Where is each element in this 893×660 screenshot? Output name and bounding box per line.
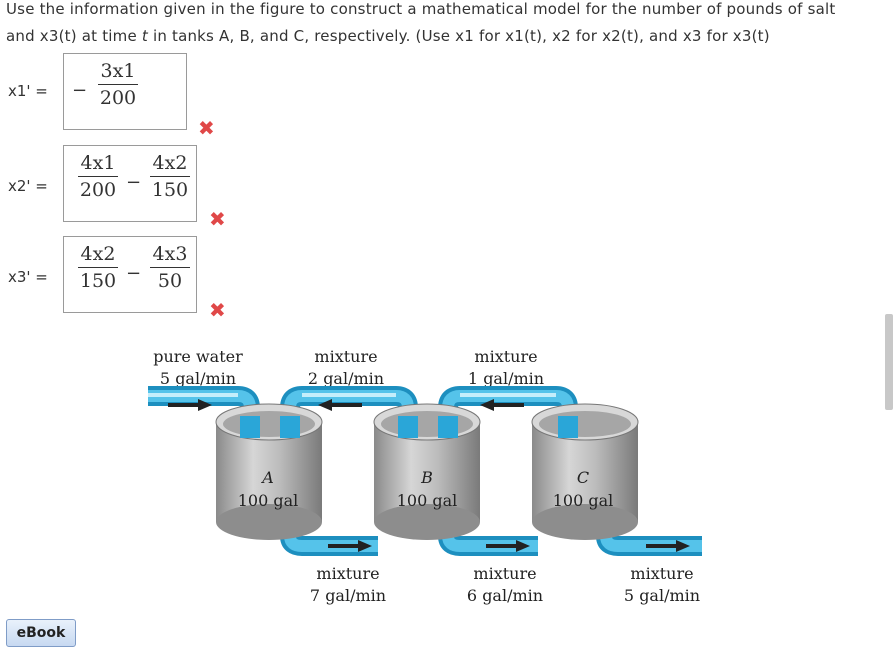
flow-c-to-b-label-line2: 1 gal/min — [468, 369, 544, 388]
tank-c-name: C — [577, 468, 589, 487]
top-pipes — [148, 386, 578, 434]
outflow-label-line2: 5 gal/min — [624, 586, 700, 605]
x2-prime-label: x2' = — [8, 177, 48, 195]
flow-b-to-c-label-line2: 6 gal/min — [467, 586, 543, 605]
inflow-label-line2: 5 gal/min — [160, 369, 236, 388]
question-text-line2: and x3(t) at time t in tanks A, B, and C… — [6, 27, 770, 45]
flow-b-to-a-label-line1: mixture — [314, 347, 377, 366]
inflow-label-line1: pure water — [153, 347, 243, 366]
flow-c-to-b-label-line1: mixture — [474, 347, 537, 366]
bottom-pipes — [280, 528, 702, 556]
incorrect-icon: ✖ — [209, 298, 226, 322]
minus-sign: − — [126, 172, 142, 193]
tank-b-name: B — [420, 468, 433, 487]
x1-prime-label: x1' = — [8, 82, 48, 100]
left-arrow-icon — [480, 399, 524, 411]
flow-a-to-b-label-line2: 7 gal/min — [310, 586, 386, 605]
left-arrow-icon — [318, 399, 362, 411]
right-arrow-icon — [486, 540, 530, 552]
flow-b-to-a-label-line2: 2 gal/min — [308, 369, 384, 388]
minus-sign: − — [126, 263, 142, 284]
right-arrow-icon — [328, 540, 372, 552]
incorrect-icon: ✖ — [209, 207, 226, 231]
x3-prime-label: x3' = — [8, 268, 48, 286]
flow-a-to-b-label-line1: mixture — [316, 564, 379, 583]
right-arrow-icon — [168, 399, 212, 411]
outflow-label-line1: mixture — [630, 564, 693, 583]
flow-b-to-c-label-line1: mixture — [473, 564, 536, 583]
minus-sign: − — [72, 80, 88, 101]
scrollbar-thumb[interactable] — [885, 314, 893, 410]
tank-b-volume: 100 gal — [397, 491, 458, 510]
question-text-line1: Use the information given in the figure … — [6, 0, 836, 18]
incorrect-icon: ✖ — [198, 116, 215, 140]
tank-a-name: A — [260, 468, 274, 487]
ebook-button[interactable]: eBook — [6, 619, 76, 647]
right-arrow-icon — [646, 540, 690, 552]
tank-a-volume: 100 gal — [238, 491, 299, 510]
tank-c-volume: 100 gal — [553, 491, 614, 510]
